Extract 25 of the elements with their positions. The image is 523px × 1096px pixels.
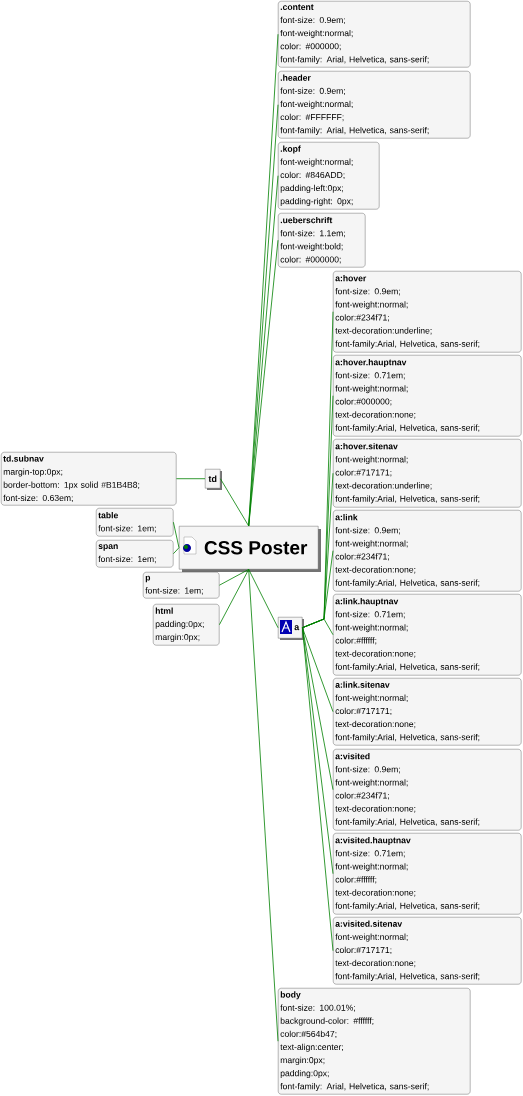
connector: [248, 569, 279, 1042]
connector: [302, 627, 334, 952]
css-rule-box: a:visited.sitenav font-weight:normal; color:#717171; text-decoration:none; font-family:Arial, Helvetica, sans-serif;: [333, 917, 522, 985]
css-rule-box: a:hover.sitenav font-weight:normal; color:#717171; text-decoration:underline; font-family:Arial, Helvetica, sans-serif;: [333, 439, 522, 508]
title-box: CSS Poster: [179, 526, 321, 572]
connector: [173, 521, 180, 549]
css-rule-box: a:hover.hauptnav font-size: 0.71em; font-weight:normal; color:#000000; text-decoration:none; font-family:Arial, Helvetica, sans-serif;: [333, 355, 522, 437]
connector: [302, 618, 334, 636]
connector: [302, 627, 334, 791]
css-rule-box: a:link font-size: 0.9em; font-weight:normal; color:#234f71; text-decoration:none; font-family:Arial, Helvetica, sans-serif;: [333, 510, 522, 592]
css-rule-box: a:visited font-size: 0.9em; font-weight:normal; color:#234f71; text-decoration:none; font-family:Arial, Helvetica, sans-serif;: [333, 749, 522, 831]
selector-box: td: [205, 469, 222, 490]
css-rule-box: a:link.sitenav font-weight:normal; color:#717171; text-decoration:none; font-family:Arial, Helvetica, sans-serif;: [333, 678, 522, 746]
connector: [219, 569, 250, 626]
css-rule-box: a:visited.hauptnav font-size: 0.71em; font-weight:normal; color:#ffffff; text-decoration:none; font-family:Arial, Helvetica, sans-serif;: [333, 833, 522, 915]
connector: [176, 478, 206, 480]
css-rule-box: a:hover font-size: 0.9em; font-weight:normal; color:#234f71; text-decoration:underline; font-family:Arial, Helvetica, sans-serif;: [333, 271, 522, 353]
css-rule-box: body font-size: 100.01%; background-color: #ffffff; color:#564b47; text-align:center; margin:0px; padding:0px; font-family: Arial, Helvetica, sans-serif;: [278, 988, 471, 1095]
connector: [173, 547, 180, 555]
connector: [219, 569, 250, 586]
css-rule-box: a:link.hauptnav font-size: 0.71em; font-weight:normal; color:#ffffff; text-decoration:none; font-family:Arial, Helvetica, sans-serif;: [333, 594, 522, 676]
connector: [248, 569, 279, 629]
connector: [248, 239, 279, 527]
connector: [302, 627, 334, 713]
connector: [220, 478, 250, 527]
